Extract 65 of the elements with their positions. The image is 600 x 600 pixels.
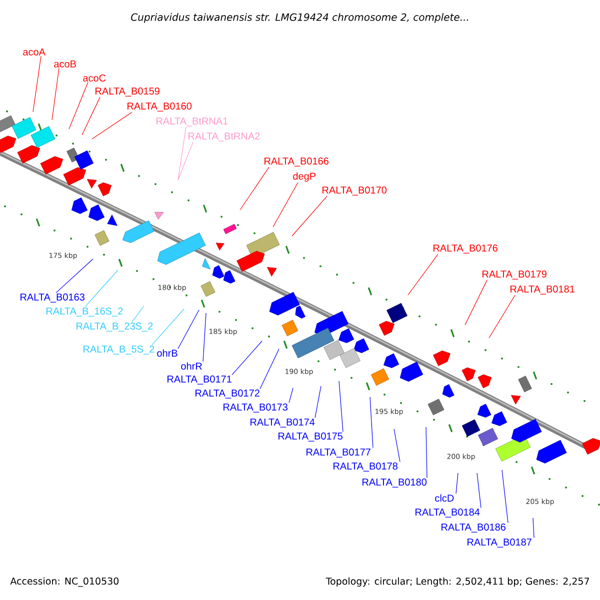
gene-label: acoC bbox=[83, 74, 106, 82]
gene-label: RALTA_B0179 bbox=[482, 270, 546, 280]
gene-label: clcD bbox=[435, 494, 454, 502]
leader-line bbox=[338, 380, 344, 432]
footer-text: Topology: circular; Length: 2,502,411 bp; Genes: 2,257 bbox=[326, 577, 589, 587]
gene-label: RALTA_B0177 bbox=[306, 448, 370, 458]
leader-line bbox=[394, 428, 400, 462]
leader-line bbox=[408, 254, 438, 296]
leader-line bbox=[314, 386, 322, 418]
leader-line bbox=[464, 280, 488, 326]
footer-text: Accession: NC_010530 bbox=[10, 577, 119, 587]
leader-line bbox=[240, 166, 270, 210]
leader-line bbox=[292, 196, 328, 236]
leader-line bbox=[288, 388, 294, 404]
leader-line bbox=[456, 472, 458, 494]
gene-label: RALTA_B0175 bbox=[278, 432, 342, 442]
leader-line bbox=[370, 396, 374, 448]
gene-label: ohrB bbox=[157, 349, 178, 357]
leader-line bbox=[178, 142, 194, 180]
leader-line bbox=[152, 308, 184, 346]
gene-label: degP bbox=[293, 172, 316, 182]
gene-label: RALTA_B0160 bbox=[128, 102, 192, 112]
gene-label: RALTA_B_23S_2 bbox=[76, 322, 153, 332]
leader-line bbox=[260, 348, 280, 390]
leader-line bbox=[202, 312, 206, 362]
leader-line bbox=[232, 340, 262, 376]
gene-label: RALTA_B0187 bbox=[468, 538, 532, 548]
gene-label: RALTA_B0173 bbox=[224, 404, 288, 412]
gene-label: ohrR bbox=[181, 362, 202, 370]
gene-label: RALTA_BtRNA1 bbox=[156, 118, 228, 126]
leader-line bbox=[32, 56, 42, 112]
gene-label: acoB bbox=[54, 60, 76, 68]
leader-line bbox=[84, 270, 118, 308]
gene-label: RALTA_B0170 bbox=[322, 186, 387, 196]
gene-label: RALTA_B0184 bbox=[416, 508, 480, 518]
leader-line bbox=[476, 472, 482, 508]
leader-line bbox=[82, 96, 100, 136]
leader-line bbox=[68, 82, 88, 130]
leader-line bbox=[272, 182, 298, 228]
leader-line bbox=[52, 68, 60, 120]
gene-label: RALTA_BtRNA2 bbox=[188, 132, 260, 142]
gene-label: RALTA_B_16S_2 bbox=[46, 308, 123, 316]
gene-label: RALTA_B0176 bbox=[434, 244, 498, 254]
leader-line bbox=[92, 112, 132, 140]
gene-label: RALTA_B0178 bbox=[334, 462, 398, 472]
leader-line bbox=[132, 306, 144, 322]
leader-line bbox=[426, 426, 428, 478]
gene-label: acoA bbox=[23, 48, 46, 56]
gene-label: RALTA_B0180 bbox=[362, 478, 427, 488]
gene-label: RALTA_B0166 bbox=[264, 158, 328, 166]
gene-label: RALTA_B0163 bbox=[20, 294, 84, 302]
gene-label: RALTA_B0181 bbox=[510, 286, 574, 294]
leader-line bbox=[488, 294, 516, 338]
gene-label: RALTA_B0172 bbox=[196, 390, 260, 398]
leader-line bbox=[56, 258, 94, 294]
gene-label: RALTA_B0174 bbox=[250, 418, 315, 428]
title: Cupriavidus taiwanensis str. LMG19424 chromosome 2, complete... bbox=[131, 13, 468, 23]
gene-label: RALTA_B0171 bbox=[168, 376, 232, 384]
leader-line bbox=[178, 126, 186, 180]
leader-line bbox=[178, 310, 200, 349]
leader-line bbox=[532, 518, 534, 538]
gene-label: RALTA_B0159 bbox=[96, 88, 160, 96]
gene-label: RALTA_B_5S_2 bbox=[84, 346, 154, 354]
leader-line bbox=[502, 470, 508, 524]
gene-label: RALTA_B0186 bbox=[442, 524, 506, 532]
